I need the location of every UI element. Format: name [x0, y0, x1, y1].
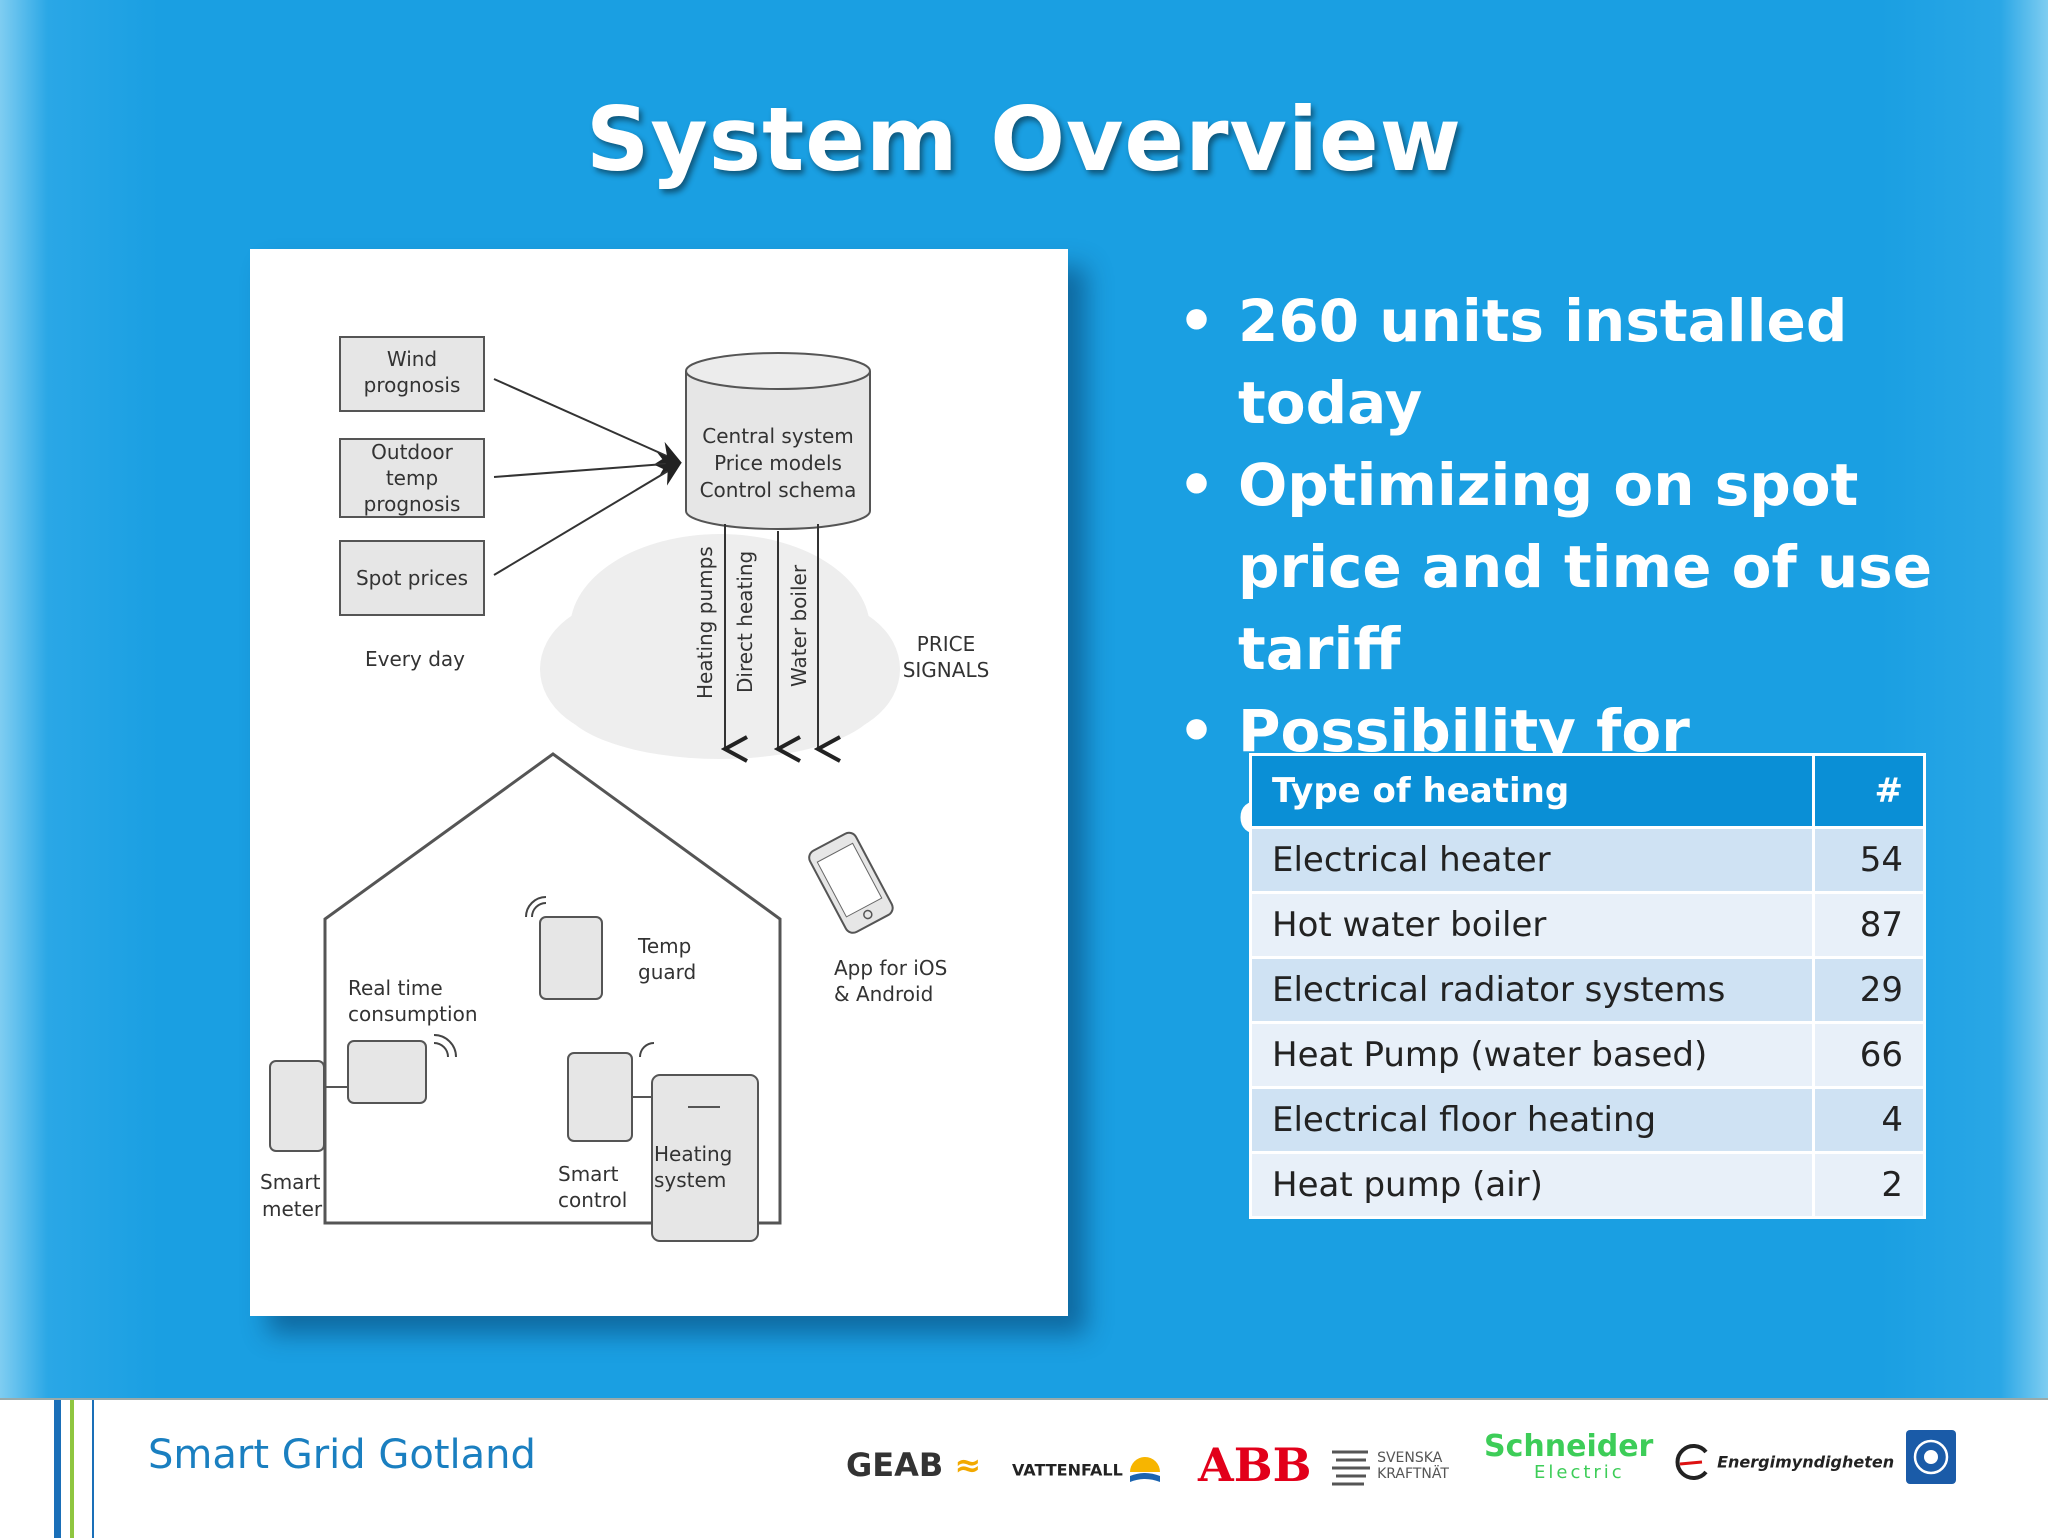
- brand-name: Smart Grid Gotland: [148, 1432, 536, 1478]
- abb-logo: ABB: [1198, 1438, 1312, 1492]
- footer-bar: Smart Grid Gotland GEAB ≈ VATTENFALL ABB…: [0, 1398, 2048, 1538]
- energimyndigheten-logo: Energimyndigheten: [1672, 1442, 1894, 1482]
- header-type: Type of heating: [1249, 753, 1815, 829]
- electric-text: Electric: [1534, 1462, 1625, 1483]
- count-cell: 2: [1812, 1151, 1926, 1219]
- spot-label: Spot prices: [356, 566, 468, 590]
- schneider-text: Schneider: [1484, 1429, 1654, 1464]
- phone-icon: [808, 831, 894, 934]
- count-cell: 66: [1812, 1021, 1926, 1089]
- bullet-text: Optimizing on spot price and time of use…: [1238, 451, 1933, 683]
- header-count: #: [1812, 753, 1926, 829]
- table-row: Heat Pump (water based) 66: [1249, 1021, 1926, 1089]
- kth-crest-logo: [1904, 1428, 1958, 1490]
- outdoor-label-1: Outdoor: [371, 440, 453, 464]
- kth-shield-icon: [1906, 1430, 1956, 1484]
- bullet-dot-icon: •: [1178, 451, 1216, 519]
- energimyndigheten-swirl-icon: [1675, 1444, 1708, 1480]
- kraftnat-text: KRAFTNÄT: [1377, 1466, 1449, 1482]
- app-label-2: & Android: [834, 982, 933, 1006]
- table-row: Electrical floor heating 4: [1249, 1086, 1926, 1154]
- smart-meter-1: Smart: [260, 1170, 321, 1194]
- central-label-2: Price models: [714, 451, 842, 475]
- heating-system-2: system: [654, 1168, 726, 1192]
- heating-system-device: [651, 1074, 759, 1242]
- bullet-text: 260 units installed today: [1238, 287, 1848, 437]
- temp-guard-2: guard: [638, 960, 696, 984]
- wind-prognosis-box: Wind prognosis: [339, 336, 485, 412]
- kraftnat-lines-icon: [1332, 1450, 1370, 1486]
- count-cell: 54: [1812, 826, 1926, 894]
- table-row: Electrical heater 54: [1249, 826, 1926, 894]
- vattenfall-logo: VATTENFALL: [1012, 1456, 1162, 1486]
- count-cell: 29: [1812, 956, 1926, 1024]
- geab-logo: GEAB ≈: [846, 1446, 982, 1484]
- price-cloud: [540, 534, 900, 759]
- central-system-cylinder: Central system Price models Control sche…: [685, 352, 871, 530]
- table-row: Electrical radiator systems 29: [1249, 956, 1926, 1024]
- bullet-item: • 260 units installed today: [1170, 280, 2020, 444]
- channel-water-boiler: Water boiler: [787, 564, 811, 687]
- slide-background: System Overview Wind: [0, 0, 2048, 1398]
- spot-prices-box: Spot prices: [339, 540, 485, 616]
- slide-title: System Overview: [586, 88, 1462, 191]
- table-row: Heat pump (air) 2: [1249, 1151, 1926, 1219]
- schneider-logo: Schneider Electric: [1484, 1429, 1654, 1486]
- smart-control-2: control: [558, 1188, 627, 1212]
- outdoor-label-3: prognosis: [364, 492, 461, 516]
- heating-type-table: Type of heating # Electrical heater 54 H…: [1249, 753, 1926, 1219]
- channel-direct-heating: Direct heating: [733, 551, 757, 693]
- temp-guard-device: [525, 896, 603, 1000]
- diagram-svg: Wind prognosis Outdoor temp prognosis Sp…: [260, 336, 990, 1242]
- vattenfall-sun-icon: [1130, 1457, 1161, 1482]
- table-header-row: Type of heating #: [1249, 753, 1926, 829]
- spot-arrow: [493, 462, 682, 576]
- smart-meter-2: meter: [262, 1197, 323, 1221]
- heating-type-cell: Electrical radiator systems: [1249, 956, 1815, 1024]
- table-row: Hot water boiler 87: [1249, 891, 1926, 959]
- smart-meter-device: [269, 1060, 348, 1152]
- temp-arrow: [493, 452, 682, 478]
- svenska-kraftnat-logo: SVENSKA KRAFTNÄT: [1330, 1446, 1449, 1486]
- realtime-2: consumption: [348, 1002, 478, 1026]
- central-label-1: Central system: [702, 424, 853, 448]
- app-label-1: App for iOS: [834, 956, 947, 980]
- outdoor-label-2: temp: [386, 466, 438, 490]
- price-signals-2: SIGNALS: [903, 658, 990, 682]
- realtime-display-device: [347, 1034, 457, 1104]
- every-day-label: Every day: [365, 647, 465, 671]
- outdoor-temp-box: Outdoor temp prognosis: [339, 438, 485, 518]
- temp-guard-1: Temp: [637, 934, 691, 958]
- channel-heating-pumps: Heating pumps: [693, 546, 717, 699]
- heating-type-cell: Heat Pump (water based): [1249, 1021, 1815, 1089]
- price-signals-1: PRICE: [917, 632, 975, 656]
- system-diagram: Wind prognosis Outdoor temp prognosis Sp…: [250, 249, 1068, 1316]
- heating-type-cell: Electrical heater: [1249, 826, 1815, 894]
- bullet-dot-icon: •: [1178, 287, 1216, 355]
- footer-accent-bar: [92, 1400, 94, 1538]
- wind-label-2: prognosis: [364, 373, 461, 397]
- wind-arrow: [493, 378, 682, 464]
- heating-type-cell: Hot water boiler: [1249, 891, 1815, 959]
- footer-accent-bar: [70, 1400, 74, 1538]
- smart-control-device: [567, 1042, 655, 1142]
- bullet-dot-icon: •: [1178, 697, 1216, 765]
- footer-accent-bar: [54, 1400, 61, 1538]
- count-cell: 4: [1812, 1086, 1926, 1154]
- realtime-1: Real time: [348, 976, 443, 1000]
- svenska-text: SVENSKA: [1377, 1450, 1443, 1466]
- central-label-3: Control schema: [700, 478, 857, 502]
- bullet-item: • Optimizing on spot price and time of us…: [1170, 444, 2020, 690]
- smart-control-1: Smart: [558, 1162, 619, 1186]
- heating-type-cell: Electrical floor heating: [1249, 1086, 1815, 1154]
- heating-system-1: Heating: [654, 1142, 732, 1166]
- count-cell: 87: [1812, 891, 1926, 959]
- heating-type-cell: Heat pump (air): [1249, 1151, 1815, 1219]
- wind-label-1: Wind: [387, 347, 437, 371]
